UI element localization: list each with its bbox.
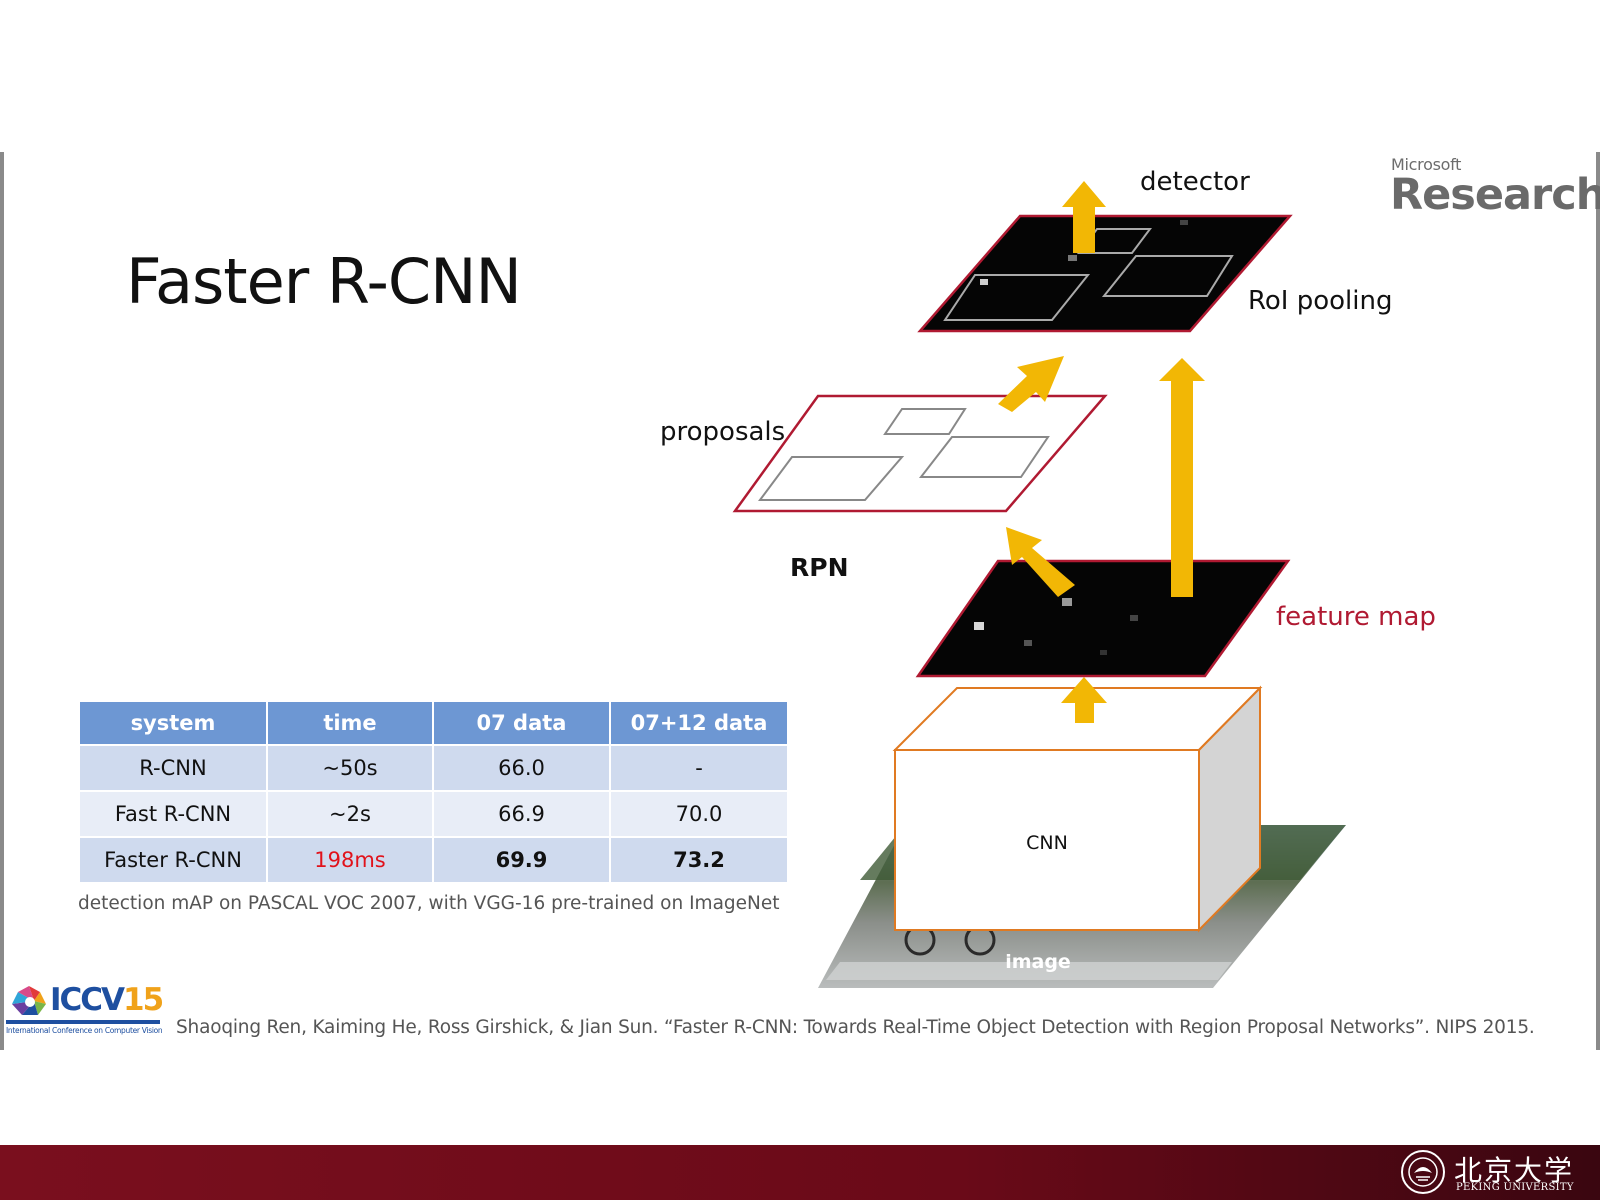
cell-system: R-CNN xyxy=(80,744,268,791)
cell-system: Faster R-CNN xyxy=(80,836,268,882)
detector-label: detector xyxy=(1140,167,1250,197)
pku-seal-icon xyxy=(1401,1150,1445,1194)
footer-band xyxy=(0,1145,1600,1200)
arrow-cnn-to-feature-map xyxy=(1061,677,1107,723)
cell-time: ~2s xyxy=(267,790,434,837)
iccv-subtitle: International Conference on Computer Vis… xyxy=(6,1026,163,1035)
cnn-box xyxy=(892,685,1263,933)
column-header-time: time xyxy=(267,702,434,745)
microsoft-research-logo: Microsoft Research xyxy=(1390,155,1600,220)
cell-time-highlight: 198ms xyxy=(267,836,434,882)
pku-english-name: PEKING UNIVERSITY xyxy=(1456,1182,1574,1193)
table-header-row: system time 07 data 07+12 data xyxy=(80,702,787,745)
iccv-year: 15 xyxy=(123,982,164,1018)
table-row: R-CNN ~50s 66.0 - xyxy=(80,744,787,791)
cell-07-data: 66.9 xyxy=(433,790,611,837)
paper-citation: Shaoqing Ren, Kaiming He, Ross Girshick,… xyxy=(176,1017,1535,1038)
arrow-roi-pooling-to-detector xyxy=(1062,181,1106,253)
iccv-name: ICCV xyxy=(50,982,125,1018)
cell-07-data-best: 69.9 xyxy=(433,836,611,882)
table-caption: detection mAP on PASCAL VOC 2007, with V… xyxy=(78,893,780,914)
column-header-system: system xyxy=(80,702,268,745)
pku-chinese-name: 北京大学 xyxy=(1454,1154,1575,1187)
feature-map-plane xyxy=(915,559,1291,678)
table-row: Faster R-CNN 198ms 69.9 73.2 xyxy=(80,836,787,882)
faster-rcnn-architecture-diagram: image CNN feature map RPN proposals xyxy=(660,167,1436,988)
rpn-label: RPN xyxy=(790,553,849,582)
arrow-feature-map-to-proposals xyxy=(1006,527,1075,597)
arrow-proposals-to-roi-pooling xyxy=(998,356,1064,423)
iccv-emblem-icon xyxy=(12,986,46,1015)
slide-frame-right xyxy=(1596,152,1600,1050)
image-label: image xyxy=(1005,951,1071,973)
ms-logo-big-text: Research xyxy=(1390,170,1600,220)
cnn-label: CNN xyxy=(1026,832,1068,854)
peking-university-logo: 北京大学 PEKING UNIVERSITY xyxy=(1400,1149,1594,1197)
iccv-wordmark: ICCV15 xyxy=(50,982,164,1018)
results-table: system time 07 data 07+12 data R-CNN ~50… xyxy=(80,702,787,882)
proposals-plane xyxy=(732,394,1108,513)
slide-frame-left xyxy=(0,152,4,1050)
arrow-feature-map-to-roi-pooling xyxy=(1159,358,1205,597)
cell-time: ~50s xyxy=(267,744,434,791)
feature-map-label: feature map xyxy=(1276,602,1436,632)
iccv-logo: ICCV15 International Conference on Compu… xyxy=(6,982,164,1042)
column-header-07-data: 07 data xyxy=(433,702,611,745)
roi-pooling-label: RoI pooling xyxy=(1248,286,1393,316)
roi-pooling-plane xyxy=(917,214,1293,333)
ms-logo-small-text: Microsoft xyxy=(1391,155,1462,174)
iccv-underline xyxy=(6,1020,160,1024)
cell-07-12-data: - xyxy=(610,744,787,791)
cell-07-12-data: 70.0 xyxy=(610,790,787,837)
slide-title: Faster R-CNN xyxy=(126,245,522,318)
cell-system: Fast R-CNN xyxy=(80,790,268,837)
table-row: Fast R-CNN ~2s 66.9 70.0 xyxy=(80,790,787,837)
cell-07-data: 66.0 xyxy=(433,744,611,791)
column-header-07-12-data: 07+12 data xyxy=(610,702,787,745)
proposals-label: proposals xyxy=(660,417,785,447)
cell-07-12-data-best: 73.2 xyxy=(610,836,787,882)
